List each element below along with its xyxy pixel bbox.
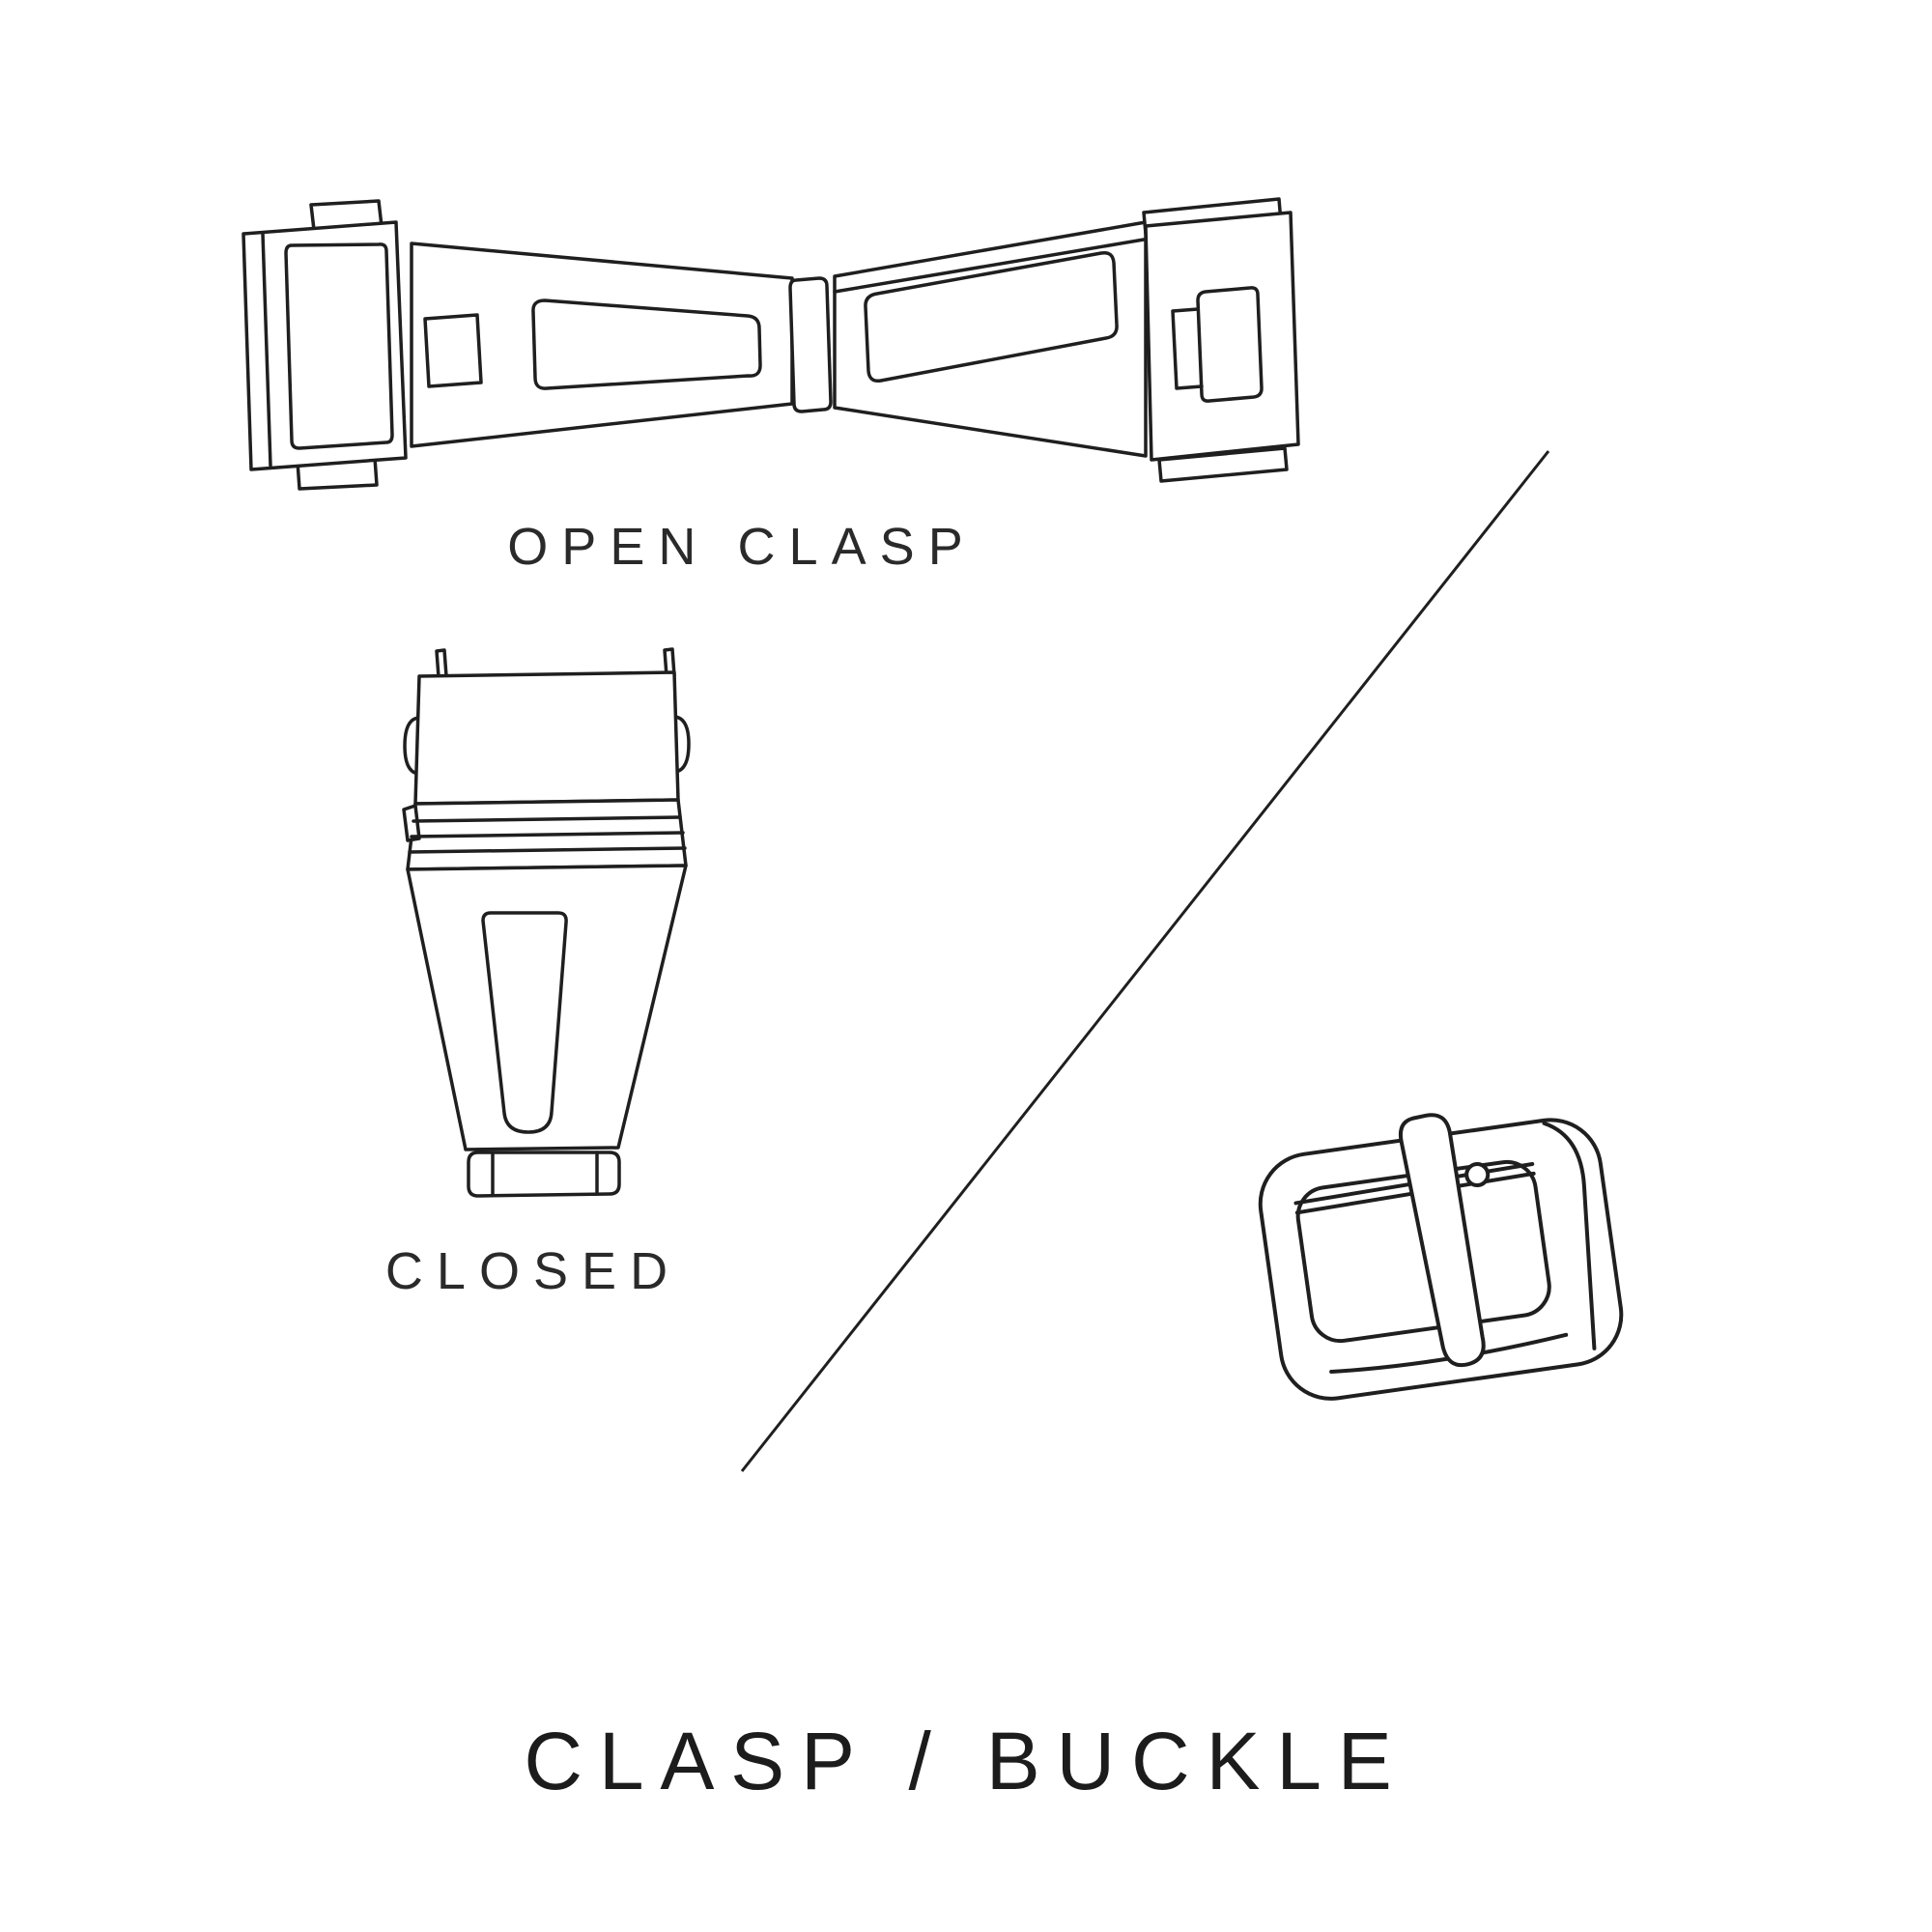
page-title: CLASP / BUCKLE (524, 1716, 1408, 1806)
tang-buckle-icon (1236, 1082, 1662, 1449)
open-clasp-label: OPEN CLASP (507, 518, 977, 576)
closed-clasp-icon (386, 638, 724, 1217)
open-clasp-icon (232, 184, 1304, 493)
closed-label: CLOSED (384, 1242, 682, 1300)
